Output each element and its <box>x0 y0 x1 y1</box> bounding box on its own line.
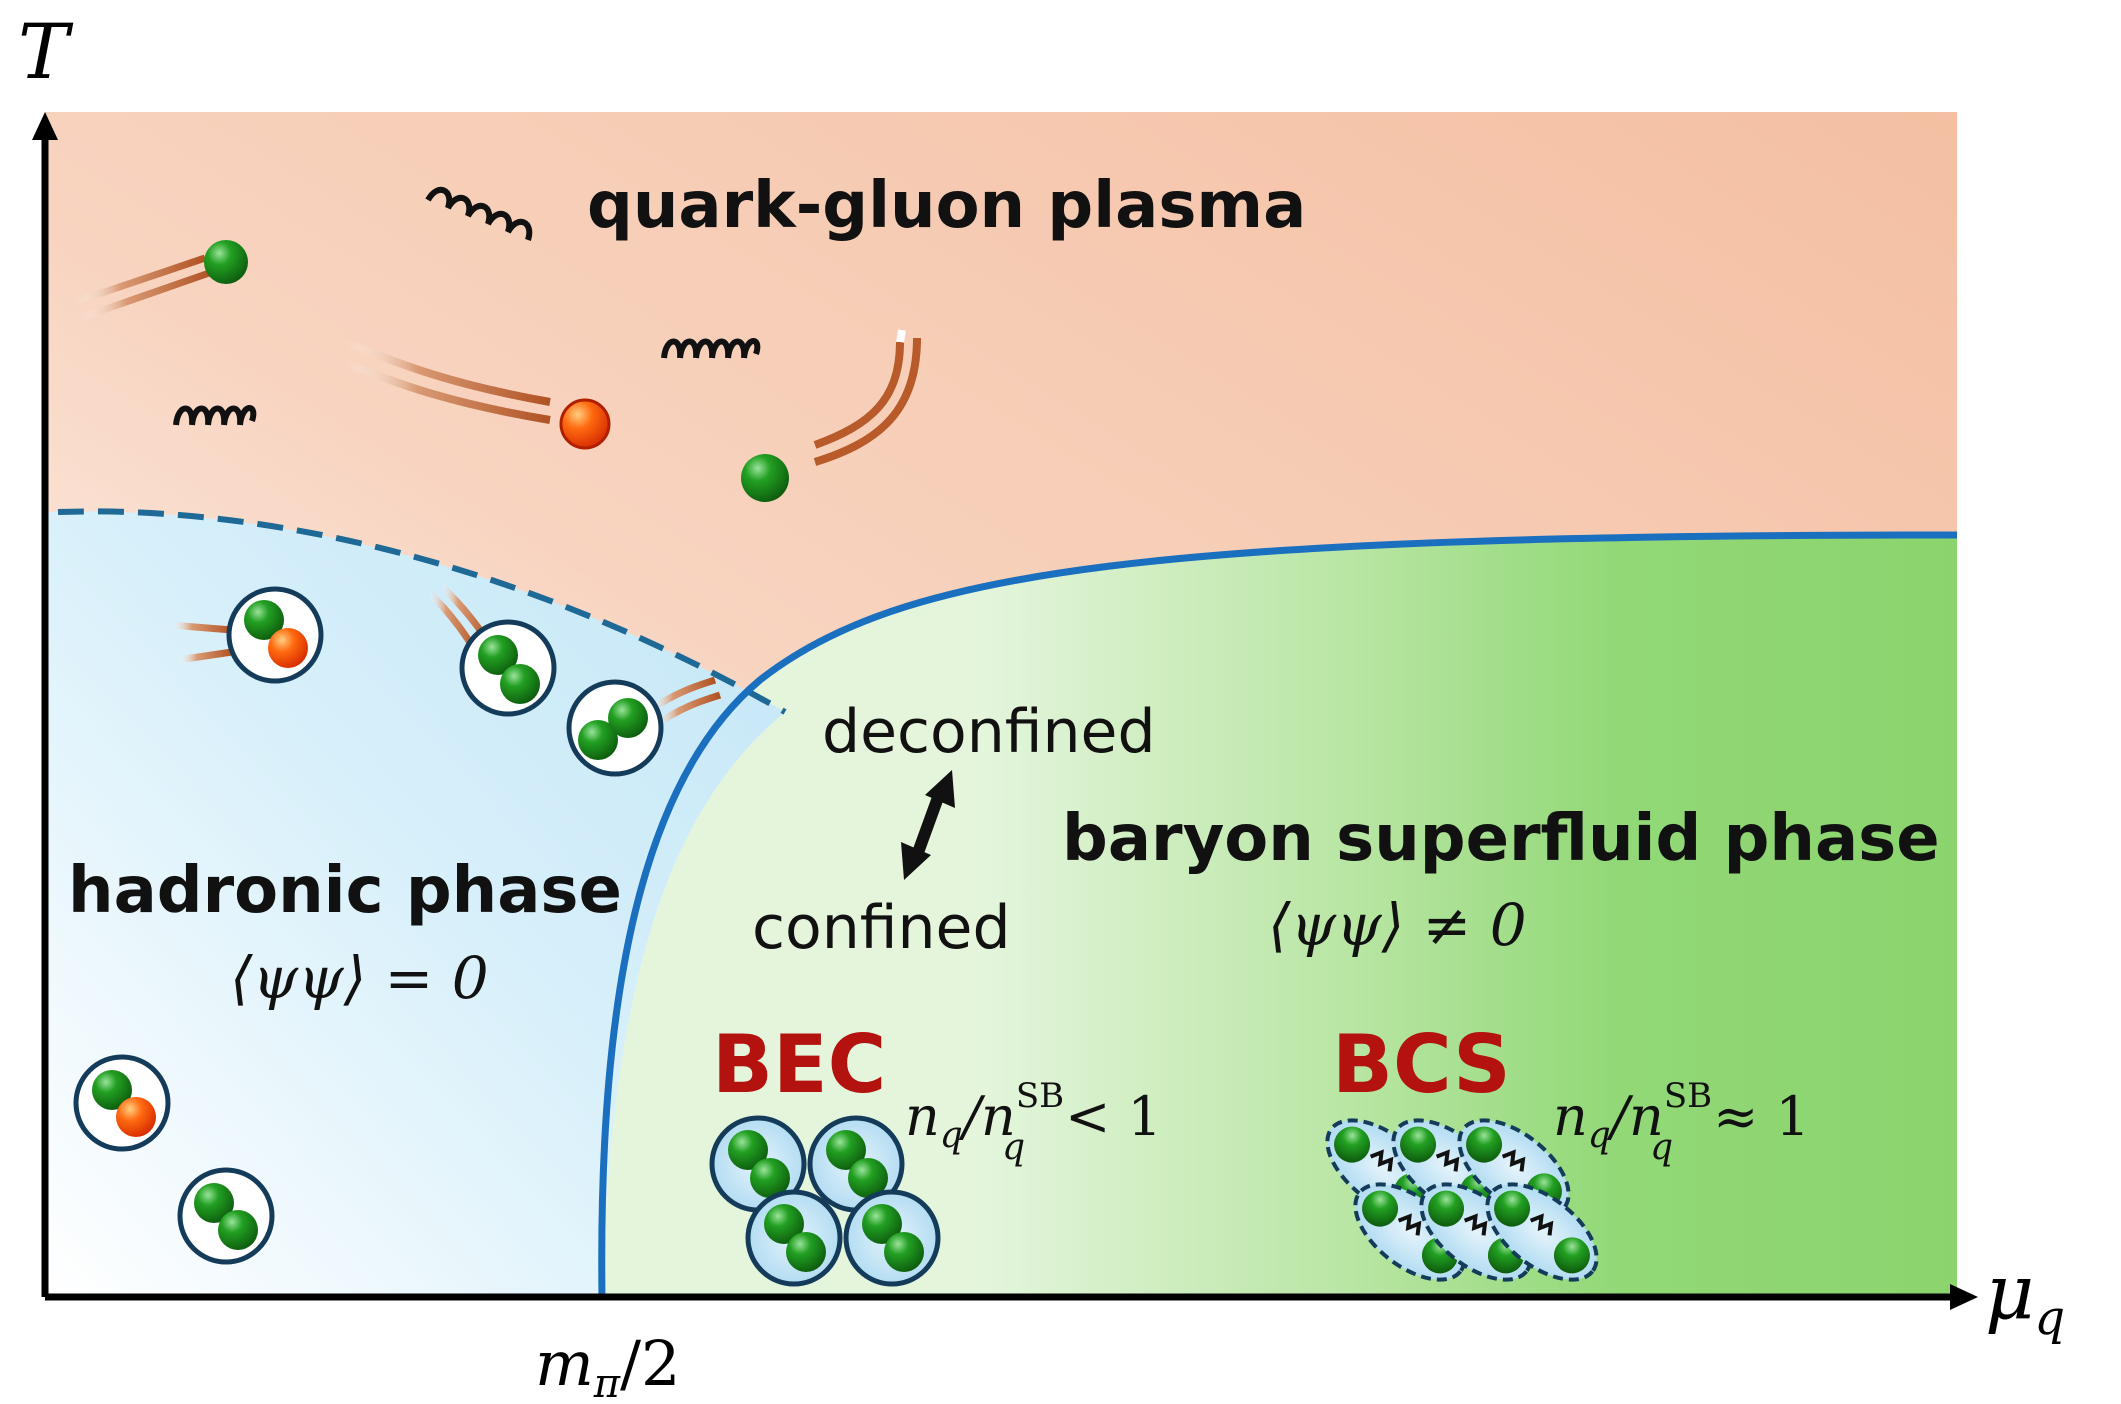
quark-string-icon <box>73 240 248 322</box>
gluon-spring-icon <box>425 186 533 241</box>
diquark-icon <box>177 1167 275 1265</box>
bec-diquark-cluster <box>709 1115 941 1287</box>
gluon-spring-icon <box>661 338 761 359</box>
hadronic-label: hadronic phase <box>68 854 622 928</box>
bec-diquark-icon <box>843 1189 941 1287</box>
y-axis-label: T <box>18 7 74 96</box>
bec-label: BEC <box>712 1018 886 1111</box>
diquark-icon <box>425 582 557 717</box>
x-axis-label: μq <box>1985 1247 2065 1346</box>
superfluid-boundary <box>598 531 1958 1298</box>
bec-diquark-icon <box>745 1189 843 1287</box>
quark-string-icon <box>341 340 611 450</box>
double-arrow-icon <box>901 770 955 880</box>
confined-label: confined <box>752 893 1011 963</box>
hadronic-condition: ⟨ψψ⟩ = 0 <box>230 944 489 1012</box>
meson-icon <box>169 586 324 684</box>
x-axis-tick-label: mπ/2 <box>535 1327 680 1404</box>
gluon-spring-icon <box>173 405 257 426</box>
bcs-cooper-pair-icon <box>1419 1182 1533 1282</box>
meson-icon <box>73 1054 171 1152</box>
dashed-boundary <box>57 508 787 715</box>
qgp-label: quark-gluon plasma <box>587 169 1306 243</box>
diquark-icon <box>566 676 722 777</box>
deconfined-label: deconfined <box>822 697 1156 767</box>
quark-string-icon <box>741 329 921 502</box>
superfluid-label: baryon superfluid phase <box>1062 802 1940 876</box>
x-axis-arrow <box>1950 1284 1978 1310</box>
bcs-label: BCS <box>1332 1018 1511 1111</box>
y-axis-arrow <box>32 112 58 140</box>
superfluid-condition: ⟨ψψ⟩ ≠ 0 <box>1268 891 1527 959</box>
superfluid-region <box>601 535 1957 1297</box>
